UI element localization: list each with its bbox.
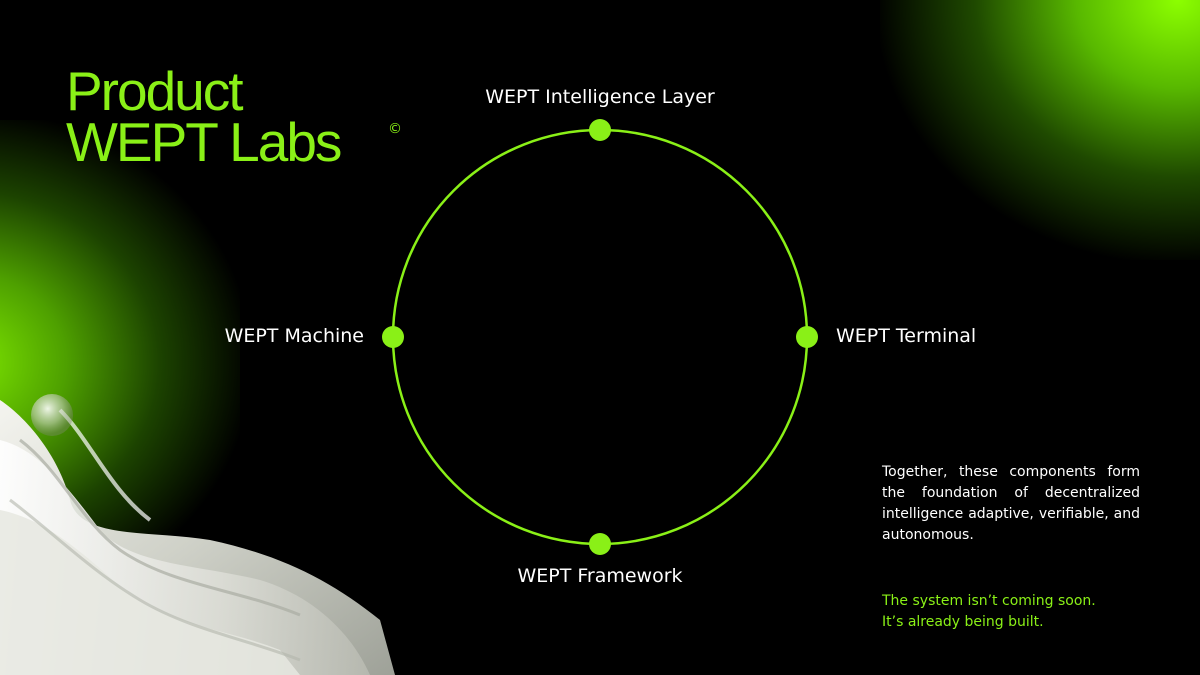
- tagline: The system isn’t coming soon. It’s alrea…: [882, 591, 1162, 633]
- node-dot-bottom: [589, 533, 611, 555]
- node-dot-left: [382, 326, 404, 348]
- title-line-1: Product: [66, 60, 244, 122]
- node-label-machine: WEPT Machine: [224, 325, 364, 347]
- page-title: Product WEPT Labs: [66, 60, 342, 173]
- tagline-line-1: The system isn’t coming soon.: [882, 593, 1096, 609]
- cycle-ring: [391, 128, 809, 546]
- copyright-mark: ©: [388, 121, 402, 137]
- green-glow-top-right: [880, 0, 1200, 260]
- description-text: Together, these components form the foun…: [882, 464, 1140, 543]
- bubble-icon: [31, 394, 73, 436]
- node-dot-top: [589, 119, 611, 141]
- node-dot-right: [796, 326, 818, 348]
- node-label-terminal: WEPT Terminal: [836, 325, 977, 347]
- silk-ribbon-graphic: [0, 394, 395, 675]
- title-line-2: WEPT Labs: [66, 111, 342, 173]
- node-label-framework: WEPT Framework: [517, 565, 683, 587]
- node-label-intelligence-layer: WEPT Intelligence Layer: [485, 86, 715, 108]
- tagline-line-2: It’s already being built.: [882, 614, 1044, 630]
